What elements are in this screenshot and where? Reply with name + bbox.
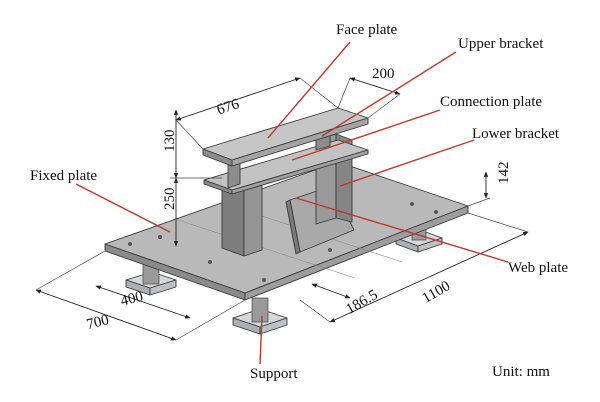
label-support: Support bbox=[250, 366, 298, 382]
dim-200: 200 bbox=[372, 66, 395, 82]
label-lower-bracket: Lower bracket bbox=[472, 126, 560, 142]
dim-1100: 1100 bbox=[420, 278, 454, 307]
unit-label: Unit: mm bbox=[492, 364, 550, 380]
dim-130: 130 bbox=[162, 130, 178, 153]
label-fixed-plate: Fixed plate bbox=[30, 168, 97, 184]
dim-250: 250 bbox=[162, 188, 178, 211]
dim-400: 400 bbox=[119, 289, 145, 310]
label-web-plate: Web plate bbox=[508, 260, 568, 276]
dim-700: 700 bbox=[85, 312, 111, 333]
dim-142: 142 bbox=[496, 162, 512, 185]
dim-676: 676 bbox=[215, 96, 242, 118]
support-front bbox=[232, 297, 288, 335]
dim-186-5: 186.5 bbox=[343, 287, 380, 318]
connection-plate bbox=[203, 139, 369, 195]
label-connection-plate: Connection plate bbox=[440, 94, 542, 110]
face-plate bbox=[202, 107, 369, 167]
dimension-lines bbox=[35, 77, 529, 341]
leader-lines bbox=[75, 41, 509, 365]
label-upper-bracket: Upper bracket bbox=[458, 36, 544, 52]
label-face-plate: Face plate bbox=[336, 22, 398, 38]
